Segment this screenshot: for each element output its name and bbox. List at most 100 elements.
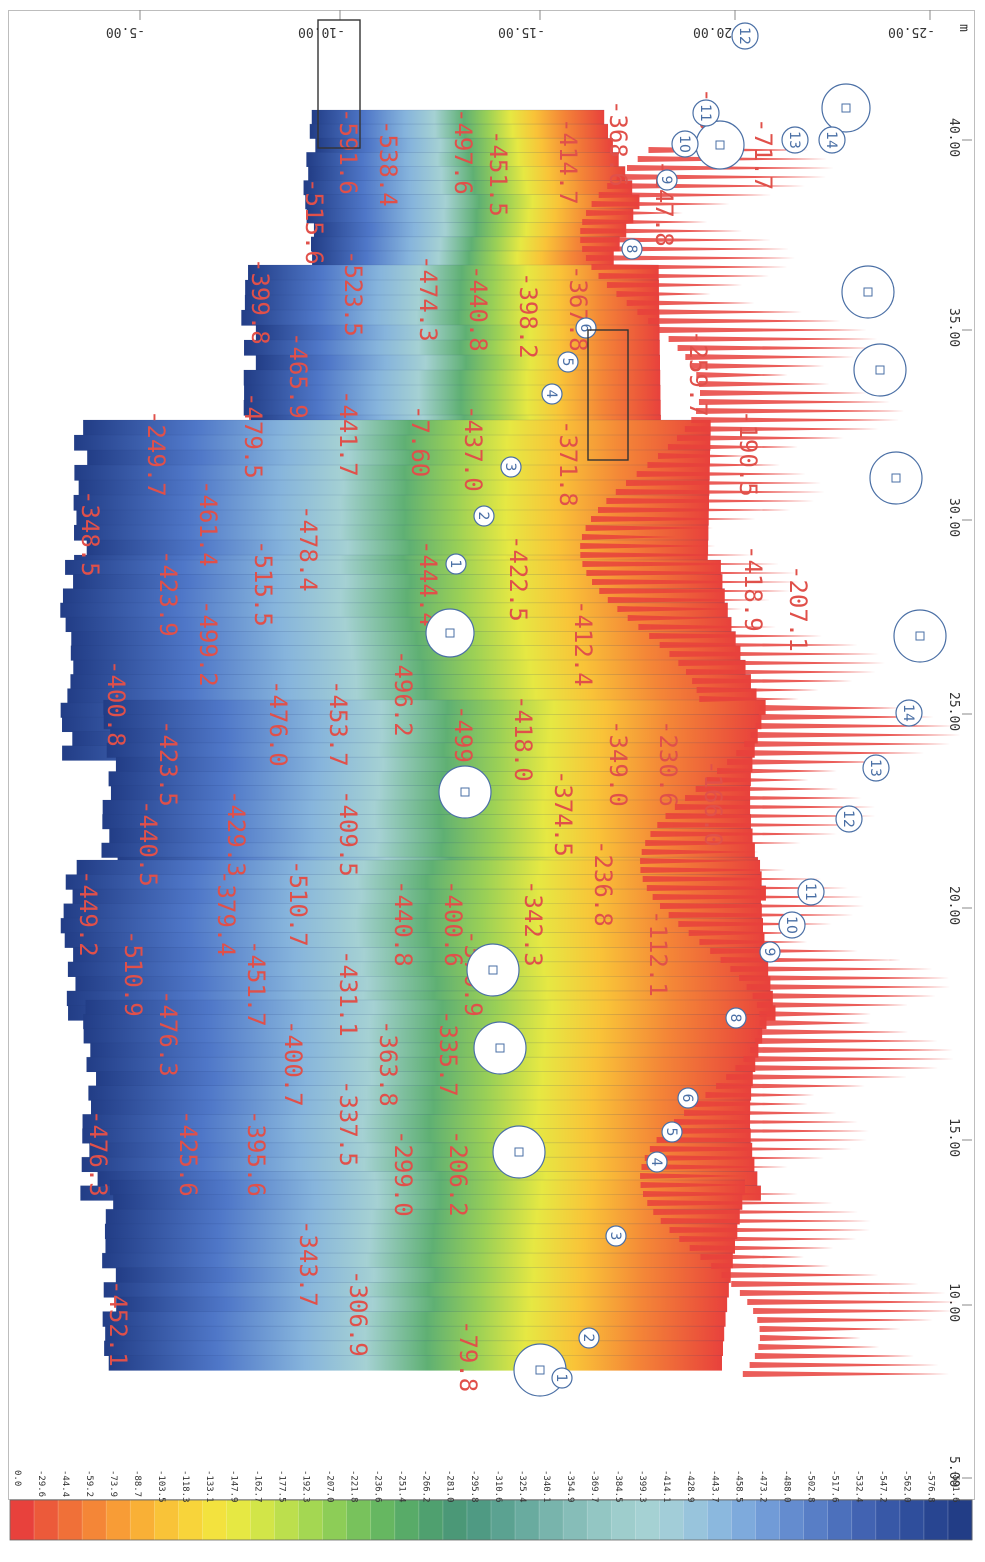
stress-band-strip — [71, 631, 736, 647]
y-tick-label: -5.00 — [106, 24, 145, 39]
value-label: -497.6 — [449, 108, 477, 195]
stress-spike — [582, 246, 790, 252]
member-marker-label: 11 — [802, 883, 818, 901]
value-label: -190.5 — [734, 410, 762, 497]
stress-band-strip — [243, 400, 661, 416]
stress-band-strip — [305, 194, 640, 210]
stress-spike — [749, 1362, 939, 1368]
support-icon — [821, 83, 871, 133]
stress-band-strip — [65, 617, 732, 633]
legend-swatch — [515, 1500, 540, 1540]
stress-band-strip — [86, 540, 709, 556]
x-tick-label: 10.00 — [946, 1283, 961, 1322]
support-square-icon — [514, 1147, 524, 1157]
value-label: -465.9 — [284, 332, 312, 419]
stress-spike — [580, 543, 716, 549]
support-square-icon — [863, 287, 873, 297]
legend-value: -29.6 — [36, 1470, 46, 1497]
stress-spike — [716, 1083, 865, 1089]
member-marker-circle — [551, 1367, 573, 1389]
stress-spike — [696, 408, 905, 414]
stress-spike — [643, 1191, 798, 1197]
stress-spike — [582, 219, 708, 225]
member-marker-label: 13 — [786, 131, 802, 149]
stress-spike — [626, 300, 755, 306]
y-tick-label: -20.00 — [693, 24, 740, 39]
member-marker-circle — [692, 99, 720, 127]
stress-band-strip — [88, 1085, 752, 1101]
stress-spike — [647, 1200, 833, 1206]
member-marker-circle — [778, 911, 806, 939]
stress-band-strip — [102, 1253, 733, 1269]
stress-spike — [648, 318, 841, 324]
legend-value: -118.3 — [180, 1470, 190, 1503]
stress-spike — [659, 642, 858, 648]
value-label: -476.0 — [264, 680, 292, 767]
stress-band-strip — [74, 435, 711, 451]
stress-spike — [736, 750, 924, 756]
value-label: -591.6 — [334, 108, 362, 195]
stress-band-strip — [308, 166, 626, 182]
stress-spike — [752, 993, 936, 999]
legend-value: -488.0 — [781, 1470, 791, 1503]
stress-band-strip — [103, 1282, 729, 1298]
legend-value: -414.1 — [661, 1470, 671, 1503]
stress-band-strip — [102, 814, 751, 830]
value-label: -335.7 — [434, 1010, 462, 1097]
legend-swatch — [466, 1500, 492, 1540]
legend-swatch — [563, 1500, 588, 1540]
value-label: -440.5 — [134, 800, 162, 887]
stress-spike — [685, 795, 862, 801]
stress-spike — [668, 912, 854, 918]
stress-spike — [598, 273, 770, 279]
stress-spike — [674, 804, 875, 810]
legend-swatch — [539, 1500, 564, 1540]
stress-band-strip — [108, 771, 751, 787]
stress-band-strip — [65, 560, 721, 575]
x-tick-label: 25.00 — [946, 692, 961, 731]
stress-spike — [678, 660, 885, 666]
stress-band-strip — [244, 295, 660, 311]
support-square-icon — [891, 473, 901, 483]
stress-spike — [747, 1299, 957, 1305]
value-label: -453.7 — [324, 680, 352, 767]
value-label: -206.2 — [444, 1130, 472, 1217]
value-label: -452.1 — [104, 1280, 132, 1367]
member-marker-label: 14 — [823, 131, 839, 149]
stress-band-strip — [241, 310, 660, 326]
member-marker-circle — [797, 878, 825, 906]
value-label: -429.3 — [222, 790, 250, 877]
legend-swatch — [731, 1500, 757, 1540]
stress-spike — [668, 336, 878, 342]
value-label: -422.5 — [504, 535, 532, 622]
stress-spike — [711, 1263, 830, 1269]
stress-band-strip — [303, 180, 633, 196]
stress-band-strip — [83, 1014, 767, 1030]
stress-spike — [616, 174, 827, 180]
value-label: -363.8 — [374, 1020, 402, 1107]
stress-spike — [582, 561, 779, 567]
stress-band-strip — [86, 1057, 756, 1073]
stress-band-strip — [73, 495, 710, 511]
stress-band-strip — [110, 728, 758, 744]
stress-spike — [731, 1281, 919, 1287]
member-marker-label: 6 — [679, 1094, 695, 1103]
stress-band-strip — [64, 932, 765, 948]
stress-band-strip — [90, 1042, 759, 1058]
value-label: -476.3 — [154, 990, 182, 1077]
x-tick-label: 15.00 — [946, 1118, 961, 1157]
member-marker-circle — [578, 1327, 600, 1349]
support-square-icon — [495, 1043, 505, 1053]
stress-spike — [645, 840, 801, 846]
stress-spike — [640, 1182, 757, 1188]
stress-band-strip — [109, 828, 753, 844]
stress-band-strip — [85, 1000, 772, 1015]
value-label: -343.7 — [294, 1220, 322, 1307]
value-labels: -591.6-515.6-538.4-497.6-451.5-414.7-368… — [74, 88, 812, 1392]
legend-swatch — [635, 1500, 660, 1540]
value-label: -299.0 — [389, 1130, 417, 1217]
member-marker-circle — [725, 1007, 747, 1029]
member-marker-circle — [575, 317, 597, 339]
